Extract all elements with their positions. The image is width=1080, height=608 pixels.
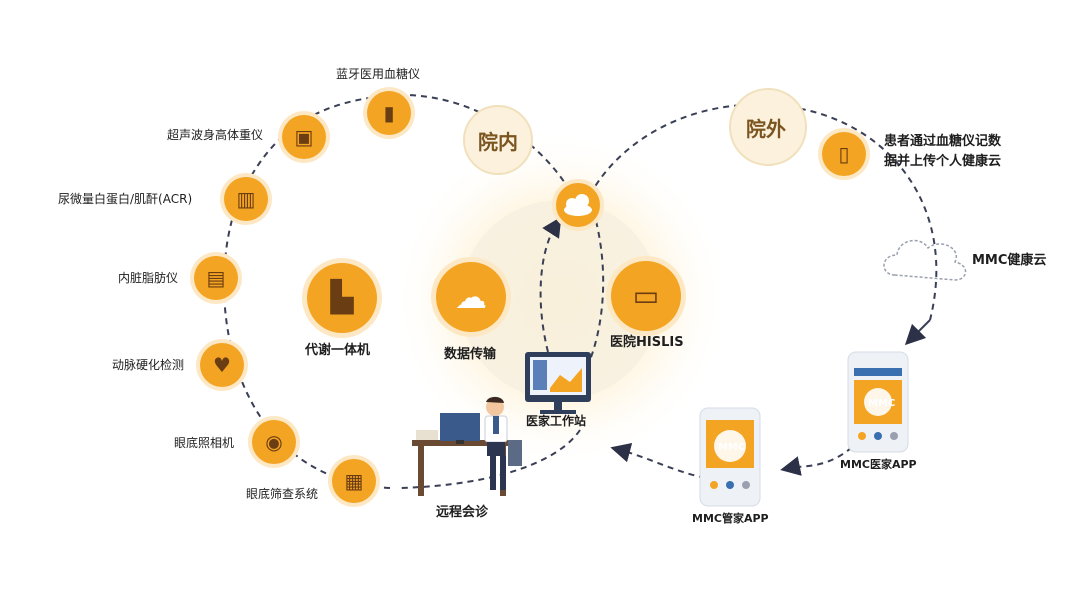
doctor-app-phone: [847, 351, 909, 453]
phone-glucose-icon: ▯: [838, 142, 850, 166]
cloud-hub-icon: [564, 194, 592, 216]
cloud-down-path: [589, 199, 605, 361]
urine-test-node: ▥: [224, 177, 268, 221]
doctor-desk-illustration: [412, 396, 522, 496]
steward-app-label: MMC管家APP: [692, 512, 769, 525]
cloud-to-app-arrow: [904, 319, 931, 346]
visceral-fat-node: ▤: [194, 256, 238, 300]
device-label: 尿微量白蛋白/肌酐(ACR): [58, 192, 193, 206]
device-label: 蓝牙医用血糖仪: [336, 67, 421, 81]
camera-icon: ◉: [265, 430, 283, 454]
steward-app-logo: MMC: [718, 442, 746, 453]
device-label: 眼底照相机: [174, 436, 235, 450]
patient-upload-line1: 患者通过血糖仪记数: [884, 134, 1002, 149]
inside-zone-circle: [463, 105, 533, 175]
steward-app-phone: [699, 407, 761, 507]
outside-zone-circle: [729, 88, 807, 166]
urine-test-icon: ▥: [236, 187, 256, 211]
workstation-monitor-icon: [525, 352, 591, 414]
workstation-to-consult-path: [399, 429, 581, 489]
device-label: 超声波身高体重仪: [167, 128, 264, 142]
metabolic-machine-node: ▙: [307, 263, 377, 333]
device-label: 内脏脂肪仪: [118, 271, 179, 285]
hospital-his-node: ▭: [611, 261, 681, 331]
monitor-icon: ▭: [632, 279, 660, 312]
fundus-screening-node: ▦: [332, 459, 376, 503]
health-cloud-label: MMC健康云: [972, 253, 1047, 268]
outside-zone-label: 院外: [746, 117, 786, 141]
glucose-meter-icon: ▮: [383, 101, 395, 125]
data-transfer-label: 数据传输: [444, 347, 497, 362]
data-transfer-node: ☁: [436, 262, 506, 332]
heart-check-icon: ♥: [213, 353, 231, 377]
device-label: 动脉硬化检测: [112, 358, 185, 372]
visceral-fat-meter-icon: ▤: [206, 266, 226, 290]
doctor-app-logo: MMC: [868, 398, 896, 409]
health-cloud-icon: [883, 239, 967, 281]
height-weight-node: ▣: [282, 115, 326, 159]
center-disc: [460, 200, 660, 400]
outside-loop-path: [589, 103, 938, 321]
cloud-icon: ☁: [455, 278, 487, 316]
doctor-app-label: MMC医家APP: [840, 458, 917, 471]
hospital-his-label: 医院HISLIS: [610, 335, 684, 350]
machine-icon: ▙: [330, 280, 354, 315]
remote-consult-label: 远程会诊: [436, 505, 489, 520]
patient-upload-node: ▯: [822, 132, 866, 176]
inside-zone-label: 院内: [478, 130, 518, 154]
patient-upload-line2: 据并上传个人健康云: [884, 154, 1002, 169]
glucose-meter-node: ▮: [367, 91, 411, 135]
height-weight-scale-icon: ▣: [294, 125, 314, 149]
device-label: 眼底筛查系统: [246, 487, 319, 501]
arterial-check-node: ♥: [200, 343, 244, 387]
screening-system-icon: ▦: [344, 469, 364, 493]
workstation-label: 医家工作站: [526, 414, 587, 428]
fundus-camera-node: ◉: [252, 420, 296, 464]
steward-to-workstation-arrow: [610, 442, 706, 479]
metabolic-machine-label: 代谢一体机: [305, 343, 371, 358]
